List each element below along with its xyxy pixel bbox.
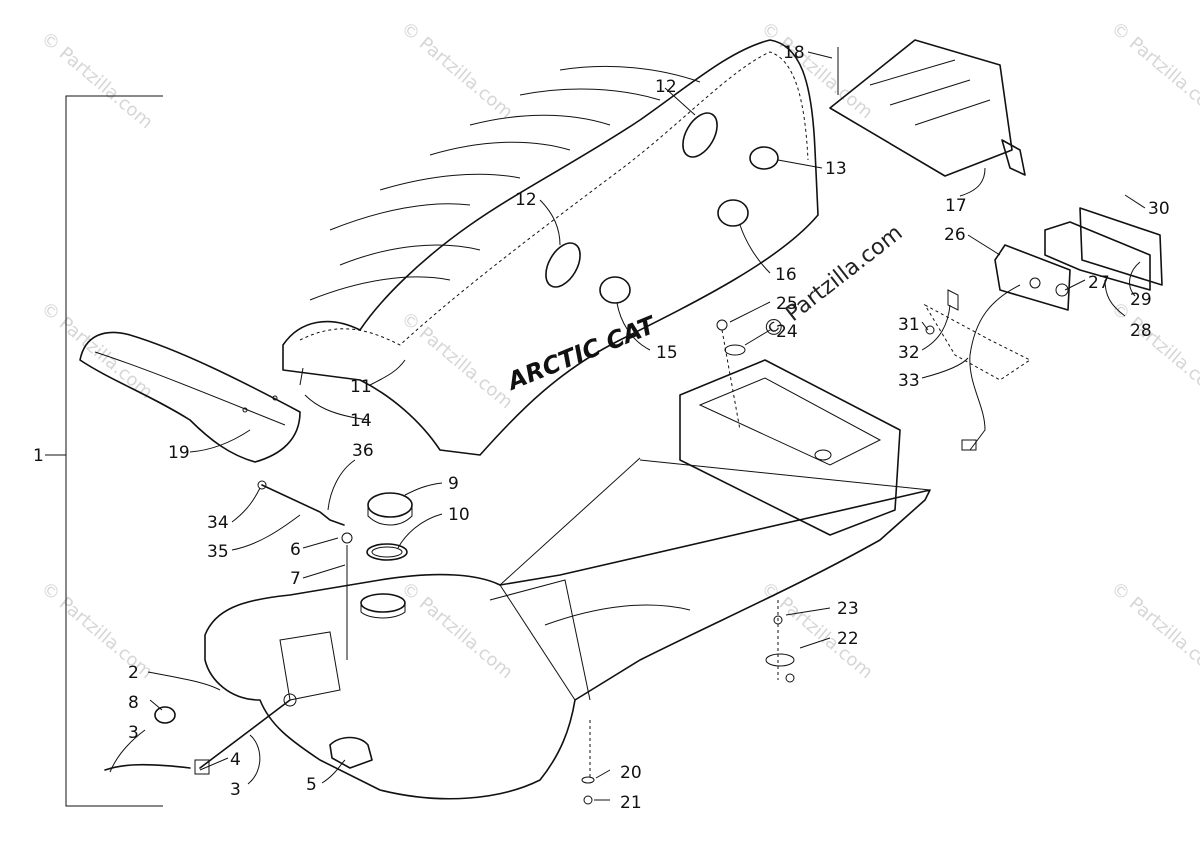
brand-logo: ARCTIC CAT: [502, 310, 661, 396]
callout-16: 16: [775, 265, 797, 285]
callout-5: 5: [306, 775, 317, 795]
callout-8: 8: [128, 693, 139, 713]
callout-22: 22: [837, 629, 859, 649]
callout-33: 33: [898, 371, 920, 391]
watermark: © Partzilla.com: [757, 578, 877, 683]
callout-3b: 3: [230, 780, 241, 800]
watermark: © Partzilla.com: [757, 18, 877, 123]
callout-11: 11: [350, 377, 372, 397]
callout-23: 23: [837, 599, 859, 619]
watermark: © Partzilla.com: [1107, 298, 1200, 403]
watermark: © Partzilla.com: [1107, 578, 1200, 683]
fuel-tank-assembly: [104, 319, 931, 805]
watermark: © Partzilla.com: [37, 28, 157, 133]
callout-3: 3: [128, 723, 139, 743]
callout-9: 9: [448, 474, 459, 494]
rear-guard: [79, 331, 301, 463]
callout-35: 35: [207, 542, 229, 562]
callout-27: 27: [1088, 273, 1110, 293]
callout-28: 28: [1130, 321, 1152, 341]
callout-36: 36: [352, 441, 374, 461]
callout-15: 15: [656, 343, 678, 363]
callout-2: 2: [128, 663, 139, 683]
callout-18: 18: [783, 43, 805, 63]
callout-26: 26: [944, 225, 966, 245]
callout-32: 32: [898, 343, 920, 363]
callout-4: 4: [230, 750, 241, 770]
callout-13: 13: [825, 159, 847, 179]
callout-29: 29: [1130, 290, 1152, 310]
taillight: [923, 207, 1163, 451]
callout-34: 34: [207, 513, 229, 533]
watermark: © Partzilla.com: [397, 18, 517, 123]
callout-21: 21: [620, 793, 642, 813]
watermark: © Partzilla.com: [1107, 18, 1200, 123]
watermark: © Partzilla.com: [397, 578, 517, 683]
callout-1: 1: [33, 446, 44, 466]
watermark: © Partzilla.com: [37, 298, 157, 403]
callout-19: 19: [168, 443, 190, 463]
callout-17: 17: [945, 196, 967, 216]
callout-6: 6: [290, 540, 301, 560]
callout-12b: 12: [515, 190, 537, 210]
watermark: © Partzilla.com: [397, 308, 517, 413]
leader-lines: [109, 51, 1146, 801]
callouts: 1 2 3 3 4 5 6 7 8 9 10 11 12 12 13 14 15…: [33, 43, 1170, 813]
callout-7: 7: [290, 569, 301, 589]
callout-20: 20: [620, 763, 642, 783]
callout-24: 24: [776, 322, 798, 342]
callout-30: 30: [1148, 199, 1170, 219]
rear-flap: [829, 39, 1026, 177]
callout-10: 10: [448, 505, 470, 525]
assembly-bracket: [45, 95, 163, 807]
callout-14: 14: [350, 411, 372, 431]
callout-25: 25: [776, 294, 798, 314]
callout-31: 31: [898, 315, 920, 335]
callout-12a: 12: [655, 77, 677, 97]
